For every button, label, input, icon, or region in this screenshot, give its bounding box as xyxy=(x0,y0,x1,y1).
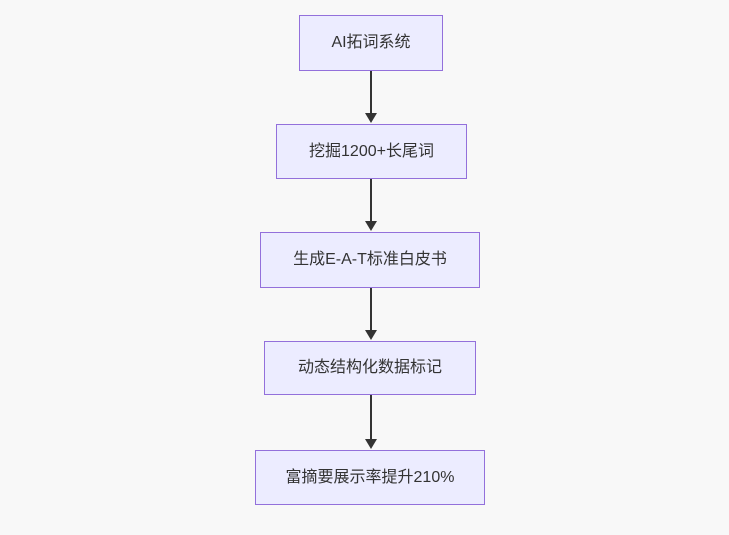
flow-node-label: 动态结构化数据标记 xyxy=(297,359,442,376)
flow-node-label: 挖掘1200+长尾词 xyxy=(309,142,434,160)
arrowhead-down-icon xyxy=(365,221,377,231)
flow-node-longtail-mining: 挖掘1200+长尾词 xyxy=(276,124,467,179)
flow-node-structured-data-markup: 动态结构化数据标记 xyxy=(264,341,476,395)
flow-edge-b-c xyxy=(365,179,377,231)
flow-node-ai-keyword-system: AI拓词系统 xyxy=(299,15,443,71)
flow-edge-d-e xyxy=(365,395,377,449)
flow-node-label: AI拓词系统 xyxy=(331,34,411,51)
flow-node-eat-whitepaper: 生成E-A-T标准白皮书 xyxy=(260,232,480,288)
arrowhead-down-icon xyxy=(365,113,377,123)
flow-node-rich-snippet-result: 富摘要展示率提升210% xyxy=(255,450,485,505)
flow-node-label: 生成E-A-T标准白皮书 xyxy=(293,251,447,268)
flow-node-label: 富摘要展示率提升210% xyxy=(285,468,455,486)
arrowhead-down-icon xyxy=(365,439,377,449)
flow-edge-c-d xyxy=(365,288,377,340)
flow-edge-a-b xyxy=(365,71,377,123)
arrowhead-down-icon xyxy=(365,330,377,340)
